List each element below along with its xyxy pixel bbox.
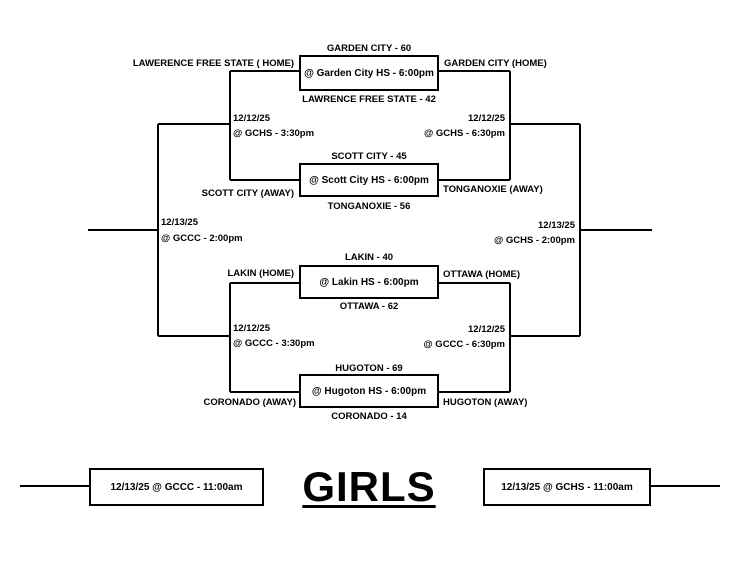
- score-lawrence-free-state: LAWRENCE FREE STATE - 42: [302, 94, 436, 105]
- final-box-left: 12/13/25 @ GCCC - 11:00am: [89, 468, 264, 506]
- semi-right-date: 12/13/25: [538, 220, 575, 231]
- semi-left-site: @ GCCC - 2:00pm: [161, 233, 243, 244]
- score-tonganoxie: TONGANOXIE - 56: [327, 201, 411, 212]
- round2-upper-left-date: 12/12/25: [233, 113, 270, 124]
- page-title: GIRLS: [302, 463, 436, 510]
- team-ottawa-home: OTTAWA (HOME): [443, 269, 521, 280]
- team-tonganoxie-away: TONGANOXIE (AWAY): [443, 184, 543, 195]
- score-garden-city: GARDEN CITY - 60: [326, 43, 412, 54]
- team-coronado-away: CORONADO (AWAY): [203, 397, 296, 408]
- round2-lower-right-date: 12/12/25: [468, 324, 505, 335]
- round2-lower-right-site: @ GCCC - 6:30pm: [423, 339, 505, 350]
- game-venue: @ Hugoton HS - 6:00pm: [311, 385, 427, 397]
- score-scott-city: SCOTT CITY - 45: [331, 151, 407, 162]
- team-hugoton-away: HUGOTON (AWAY): [443, 397, 528, 408]
- game-box-scott-city: @ Scott City HS - 6:00pm: [299, 163, 439, 197]
- score-hugoton: HUGOTON - 69: [335, 363, 403, 374]
- team-lakin-home: LAKIN (HOME): [227, 268, 295, 279]
- game-box-garden-city: @ Garden City HS - 6:00pm: [299, 55, 439, 91]
- round2-upper-right-date: 12/12/25: [468, 113, 505, 124]
- score-coronado: CORONADO - 14: [331, 411, 407, 422]
- round2-lower-left-date: 12/12/25: [233, 323, 270, 334]
- round2-upper-left-site: @ GCHS - 3:30pm: [233, 128, 315, 139]
- semi-right-site: @ GCHS - 2:00pm: [493, 235, 575, 246]
- team-lawrence-free-state-home: LAWERENCE FREE STATE ( HOME): [132, 58, 294, 69]
- final-box-right: 12/13/25 @ GCHS - 11:00am: [483, 468, 651, 506]
- round2-upper-right-site: @ GCHS - 6:30pm: [423, 128, 505, 139]
- score-lakin: LAKIN - 40: [344, 252, 394, 263]
- team-garden-city-home: GARDEN CITY (HOME): [444, 58, 547, 69]
- semi-left-date: 12/13/25: [161, 217, 198, 228]
- game-box-lakin: @ Lakin HS - 6:00pm: [299, 265, 439, 299]
- game-venue: @ Scott City HS - 6:00pm: [309, 174, 429, 186]
- final-right-label: 12/13/25 @ GCHS - 11:00am: [501, 481, 633, 493]
- round2-lower-left-site: @ GCCC - 3:30pm: [233, 338, 315, 349]
- score-ottawa: OTTAWA - 62: [339, 301, 399, 312]
- team-scott-city-away: SCOTT CITY (AWAY): [201, 188, 294, 199]
- final-left-label: 12/13/25 @ GCCC - 11:00am: [110, 481, 243, 493]
- game-venue: @ Lakin HS - 6:00pm: [319, 276, 419, 288]
- game-venue: @ Garden City HS - 6:00pm: [304, 67, 434, 79]
- game-box-hugoton: @ Hugoton HS - 6:00pm: [299, 374, 439, 408]
